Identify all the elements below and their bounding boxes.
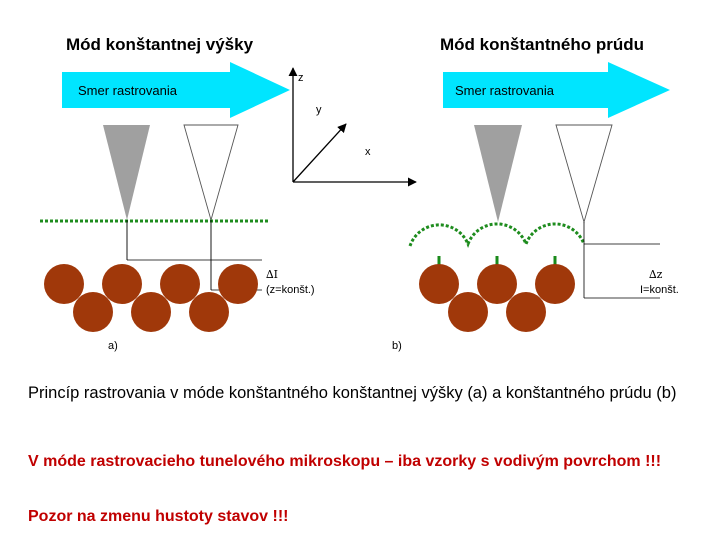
delta-i-label: ∆I — [266, 268, 279, 281]
delta-z-label: ∆z — [649, 268, 663, 281]
conductive-surface-note: V móde rastrovacieho tunelového mikrosko… — [28, 453, 662, 470]
panel-label-a: a) — [108, 340, 118, 352]
atom — [189, 292, 229, 332]
stm-tip-outline-left — [183, 124, 239, 222]
atom — [160, 264, 200, 304]
z-constant-label: (z=konšt.) — [266, 284, 315, 296]
scan-direction-label-right: Smer rastrovania — [455, 83, 554, 98]
density-of-states-note: Pozor na zmenu hustoty stavov !!! — [28, 508, 289, 525]
surface-atoms-left — [44, 264, 258, 332]
scan-direction-label-left: Smer rastrovania — [78, 83, 177, 98]
coordinate-axes — [288, 67, 417, 187]
axis-label-y: y — [316, 104, 322, 116]
surface-atoms-right — [419, 264, 575, 332]
stm-tip-outline-right — [555, 124, 613, 224]
atom — [102, 264, 142, 304]
stm-tip-gray-right — [474, 125, 522, 222]
axis-label-z: z — [298, 72, 304, 84]
title-constant-current: Mód konštantného prúdu — [440, 35, 644, 54]
atom — [44, 264, 84, 304]
atom — [218, 264, 258, 304]
atom — [477, 264, 517, 304]
scan-arrow-right — [443, 62, 670, 118]
panel-label-b: b) — [392, 340, 402, 352]
atom — [506, 292, 546, 332]
axis-label-x: x — [365, 146, 371, 158]
atom — [131, 292, 171, 332]
title-constant-height: Mód konštantnej výšky — [66, 35, 254, 54]
i-constant-label: I=konšt. — [640, 284, 679, 296]
scan-arrow-left — [62, 62, 290, 118]
atom — [73, 292, 113, 332]
figure-caption: Princíp rastrovania v móde konštantného … — [28, 384, 677, 402]
constant-current-path — [408, 222, 586, 249]
atom — [535, 264, 575, 304]
atom — [448, 292, 488, 332]
atom — [419, 264, 459, 304]
stm-tip-gray-left — [103, 125, 150, 220]
